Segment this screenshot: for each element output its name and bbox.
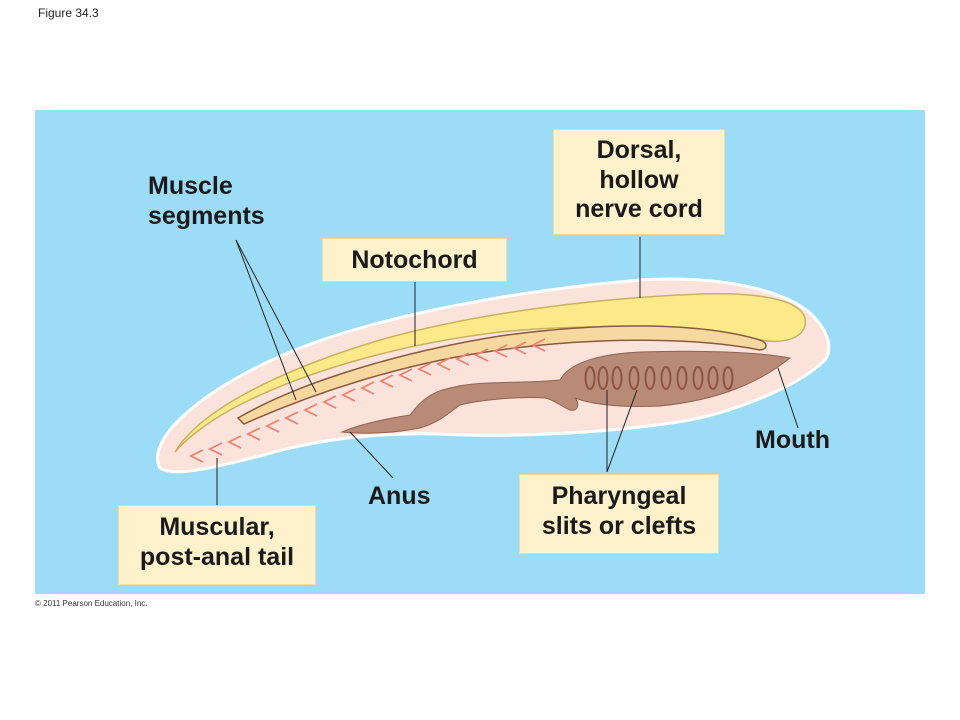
label-tail: Muscular, post-anal tail xyxy=(118,505,316,585)
leader-muscle-1 xyxy=(235,239,297,401)
leader-mouth xyxy=(777,367,799,429)
label-dorsal-nerve-cord: Dorsal, hollow nerve cord xyxy=(553,129,725,235)
label-pharyngeal-slits: Pharyngeal slits or clefts xyxy=(519,474,719,554)
leader-lines xyxy=(216,237,799,505)
label-notochord: Notochord xyxy=(322,238,507,282)
figure-number: Figure 34.3 xyxy=(38,6,99,20)
leader-anus xyxy=(349,431,394,479)
label-muscle-segments: Muscle segments xyxy=(148,172,265,230)
copyright-text: © 2011 Pearson Education, Inc. xyxy=(35,599,148,608)
nerve-cord-shape xyxy=(174,292,806,453)
label-anus: Anus xyxy=(368,482,431,510)
pharyngeal-slit-marks xyxy=(584,366,734,390)
leader-slits-2 xyxy=(606,389,638,473)
label-mouth: Mouth xyxy=(755,426,830,454)
leader-muscle-2 xyxy=(235,239,317,393)
muscle-segment-marks xyxy=(188,338,546,463)
notochord-shape xyxy=(236,325,767,425)
